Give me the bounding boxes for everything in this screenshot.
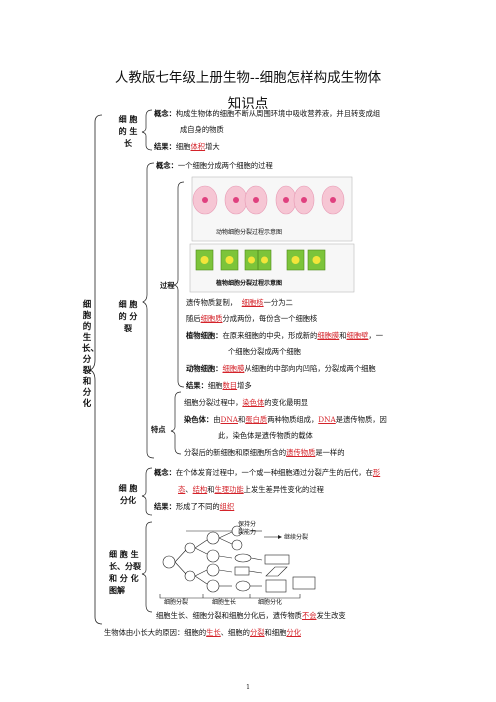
process-plant-line2: 个细胞分裂成两个细胞 [228,347,301,356]
feature-1: 细胞分裂过程中，染色体的变化最明显 [184,398,309,407]
stage-differentiation-label: 细胞分化 [258,599,283,606]
growth-label: 细 胞 的 生 长 [118,114,138,148]
process-step-2: 随后细胞质分成两份，每份含一个细胞核 [186,314,318,323]
growth-definition: 概念：构成生物体的细胞不断从周围环境中吸收营养液，并且转变成组 [154,109,381,118]
page-number: 1 [246,684,250,691]
process-label: 过程 [160,281,175,290]
division-result: 结果：细胞数目增多 [186,381,252,390]
process-animal: 动物细胞：细胞膜从细胞的中部向内凹陷，分裂成两个细胞 [186,364,376,373]
division-definition: 概念：一个细胞分成两个细胞的过程 [156,161,273,170]
differentiation-label: 细 胞 分化 [118,483,138,505]
feature-label: 特点 [151,425,166,434]
division-label: 细 胞 的 分 裂 [118,299,138,333]
plant-cell-division-illustration [195,249,326,271]
animal-caption: 动物细胞分裂过程示意图 [216,229,283,236]
document-subtitle: 知识点 [227,96,269,112]
plant-caption: 植物细胞分裂过程示意图 [216,280,283,287]
document-title: 人教版七年级上册生物--细胞怎样构成生物体 [114,70,382,86]
growth-definition-line2: 成自身的物质 [180,125,224,134]
diagram-note: 细胞生长、细胞分裂和细胞分化后，遗传物质不会发生改变 [156,611,346,620]
feature-3: 分裂后的新细胞和原细胞所含的遗传物质是一样的 [184,448,345,457]
diagram-label: 细 胞 生 长、分裂 和 分 化 图解 [109,549,141,595]
process-plant: 植物细胞：在原来细胞的中央，形成新的细胞膜和细胞壁，一 [186,331,384,340]
keep-dividing-label: 保持分裂能力 [238,521,257,536]
feature-2: 染色体：由DNA和蛋白质两种物质组成，DNA是遗传物质，因 [184,415,387,424]
side-label: 细胞的生长、分裂和分化 [82,300,100,409]
feature-2-line2: 此，染色体是遗传物质的载体 [218,431,313,440]
stage-division-label: 细胞分裂 [164,599,189,606]
stage-growth-label: 细胞生长 [212,599,237,606]
summary-line: 生物体由小长大的原因：细胞的生长、细胞的分裂和细胞分化 [104,628,302,637]
growth-result: 结果：细胞体积增大 [154,142,220,151]
differentiation-definition: 概念：在个体发育过程中，一个或一种细胞通过分裂产生的后代，在形 [154,468,381,477]
continue-dividing-label: 继续分裂 [284,534,309,541]
process-step-1: 遗传物质复制， 细胞核一分为二 [186,298,293,307]
animal-cell-division-illustration [192,185,345,215]
differentiation-definition-line2: 态、结构和生理功能上发生差异性变化的过程 [178,485,324,494]
differentiation-result: 结果：形成了不同的组织 [154,502,235,511]
cell-tree-diagram [162,525,316,593]
